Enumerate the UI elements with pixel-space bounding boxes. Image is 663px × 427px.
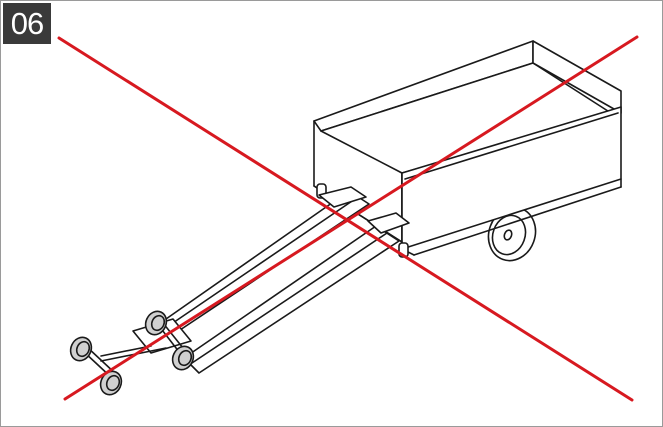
ramp-right-icon — [183, 212, 410, 374]
red-x-cross-icon — [57, 35, 639, 402]
trailer-box-icon — [313, 40, 622, 258]
step-number-badge: 06 — [3, 3, 51, 44]
dolly-wheel-icon — [69, 310, 195, 396]
trailer-wheel-icon — [487, 206, 537, 262]
